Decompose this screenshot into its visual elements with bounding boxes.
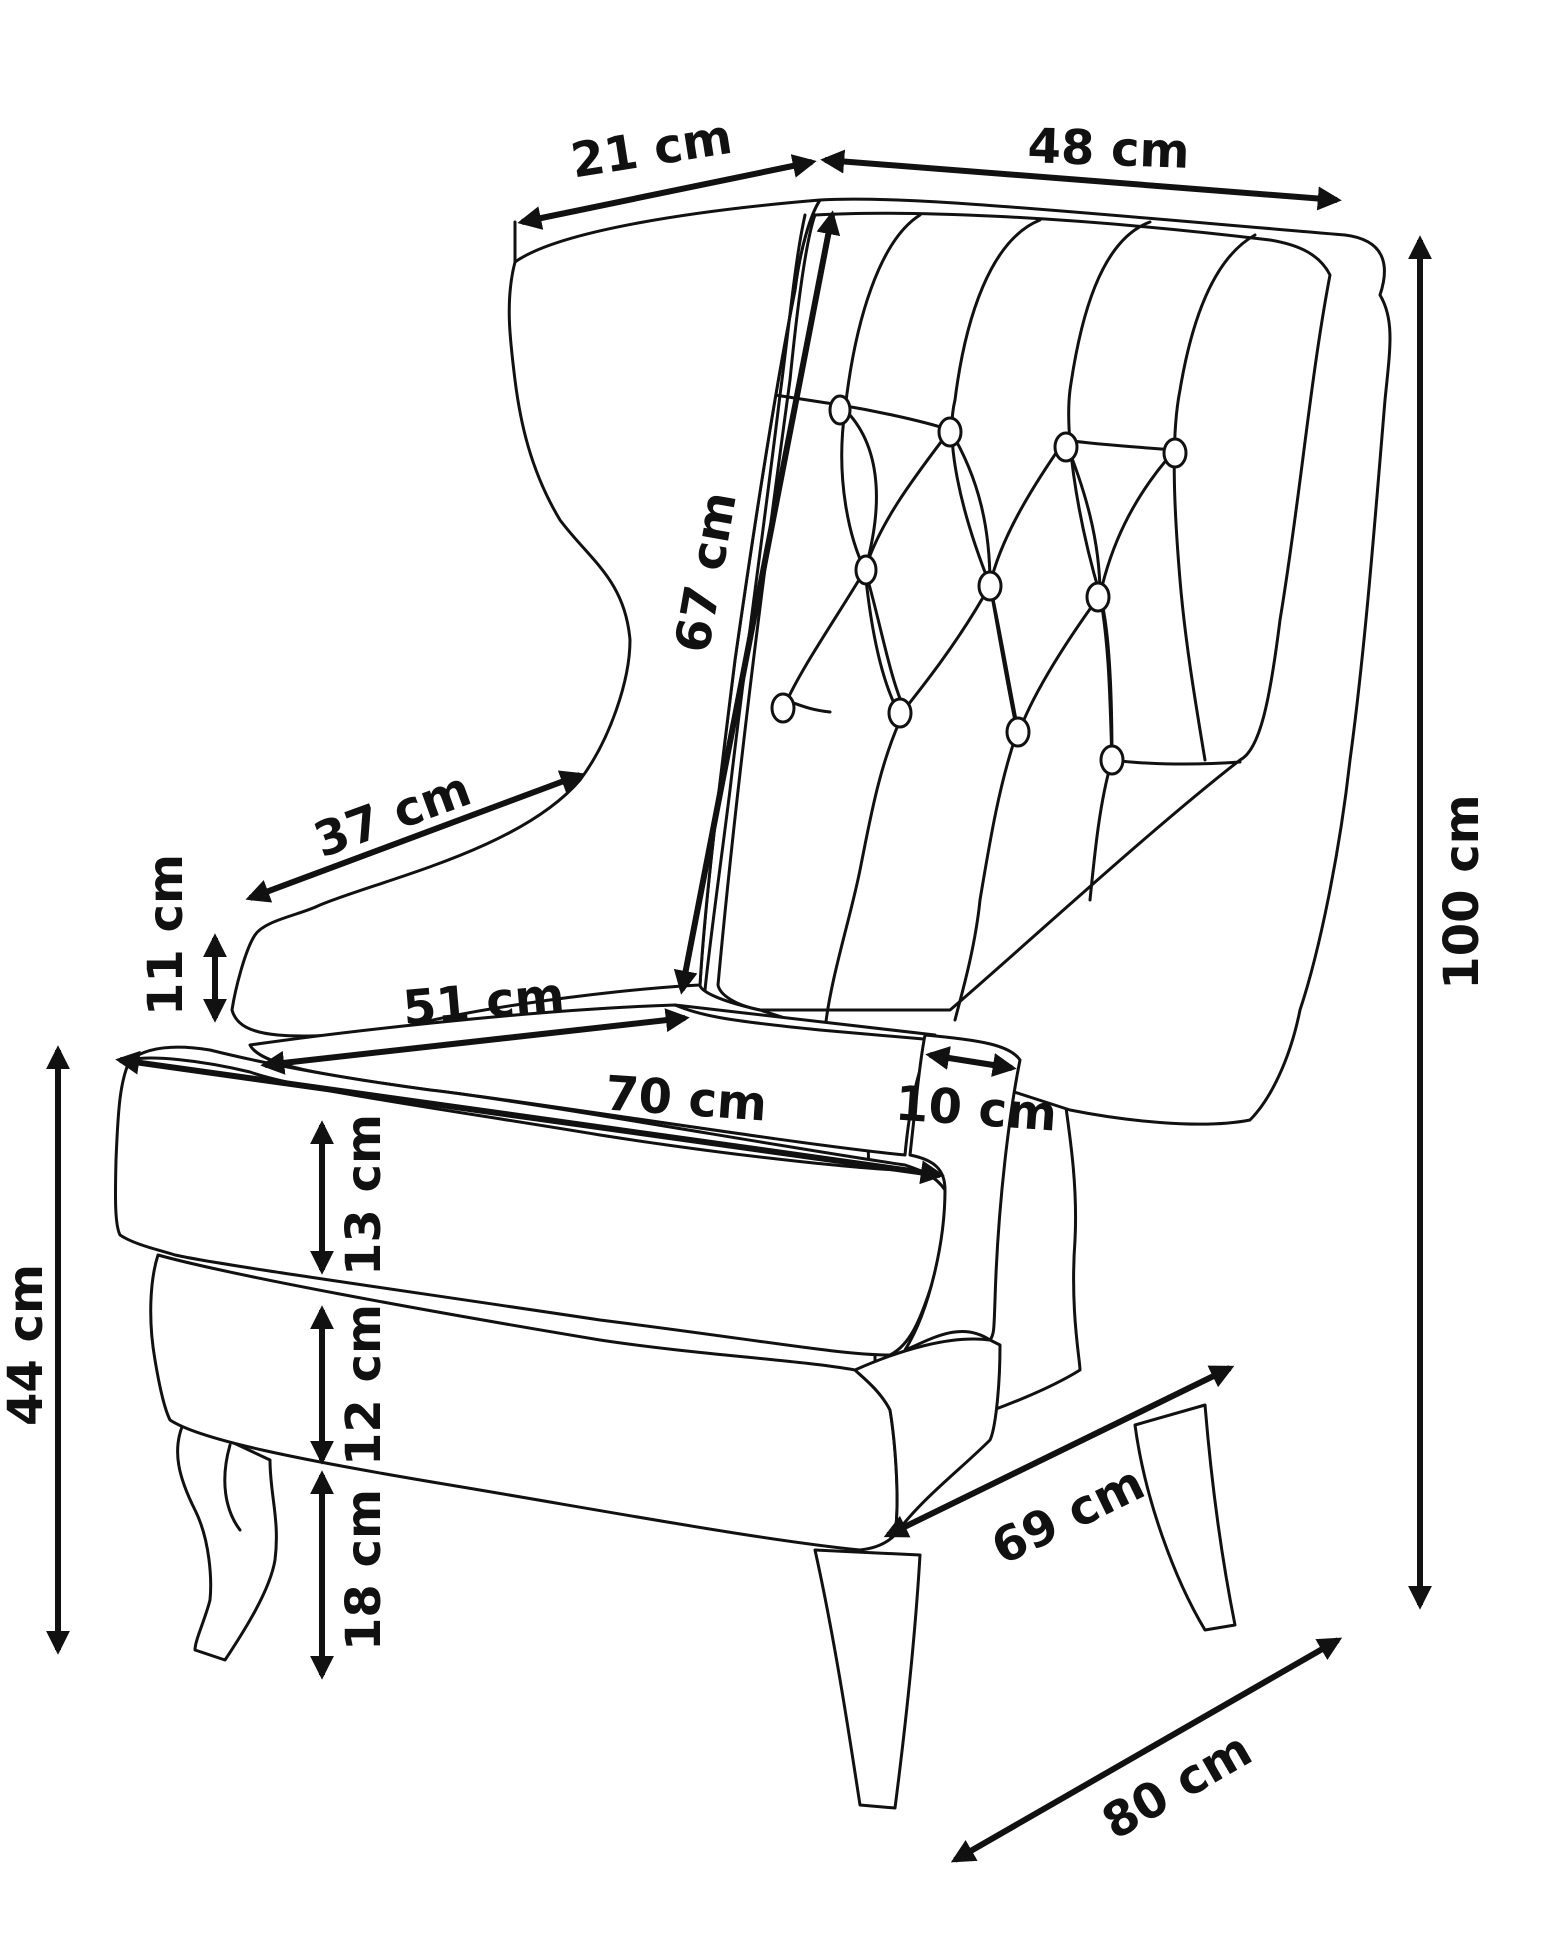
label-arm-height: 11 cm bbox=[138, 854, 194, 1016]
dimension-lines bbox=[46, 149, 1432, 1863]
base-skirt bbox=[149, 1253, 899, 1552]
front-left-leg-inner bbox=[223, 1443, 242, 1532]
chair-drawing bbox=[113, 197, 1392, 1810]
label-leg-height: 18 cm bbox=[336, 1489, 392, 1651]
label-arm-depth: 37 cm bbox=[307, 761, 478, 869]
label-seat-height: 44 cm bbox=[0, 1264, 54, 1426]
label-total-depth: 80 cm bbox=[1093, 1721, 1261, 1850]
back-frame bbox=[698, 197, 1392, 1126]
label-cushion-height: 13 cm bbox=[336, 1114, 392, 1276]
label-base-height: 12 cm bbox=[336, 1304, 392, 1466]
label-seat-depth: 70 cm bbox=[603, 1065, 768, 1132]
front-left-leg bbox=[176, 1418, 278, 1662]
back-left-leg bbox=[1133, 1403, 1237, 1632]
label-wing-width: 21 cm bbox=[567, 109, 736, 190]
front-right-leg bbox=[813, 1548, 922, 1810]
label-arm-width: 10 cm bbox=[893, 1075, 1058, 1142]
label-total-height: 100 cm bbox=[1434, 794, 1490, 989]
label-back-width: 48 cm bbox=[1027, 118, 1191, 180]
